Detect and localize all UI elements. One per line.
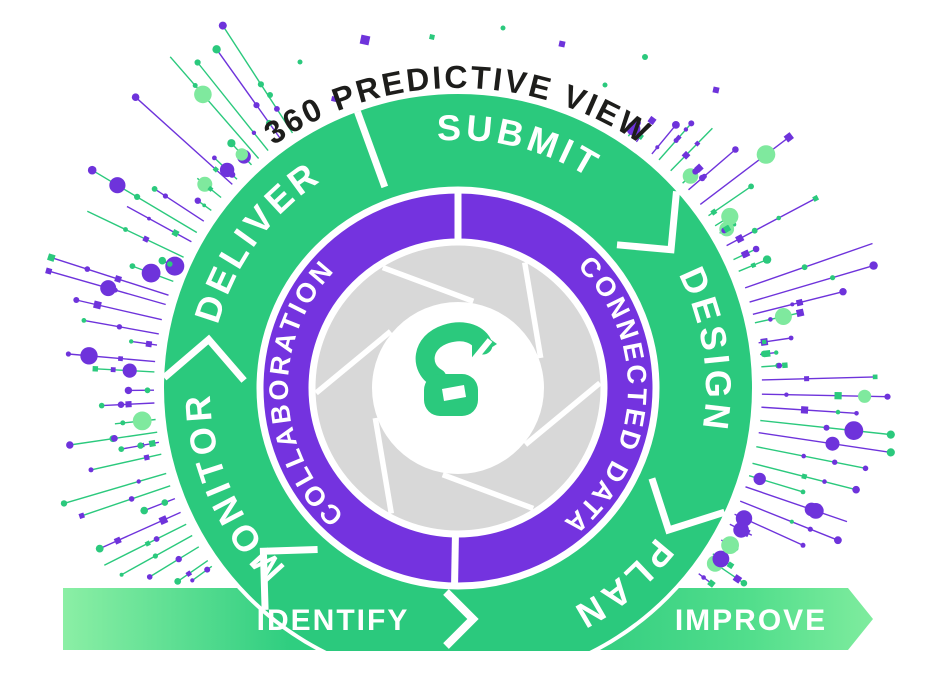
inner-ring-dividers: [451, 193, 462, 584]
circuit-rays-decoration: [45, 21, 895, 588]
e-builder-logo-icon: [415, 322, 497, 416]
aperture-blade-lines: [314, 262, 602, 514]
segment-divider-chevrons: [161, 110, 726, 611]
banner-chevron-separator-icon: [443, 589, 479, 649]
process-banner-overlay: IDENTIFY IMPROVE: [257, 589, 827, 649]
banner-label-improve: IMPROVE: [675, 604, 827, 637]
center-white-circle: [372, 302, 544, 474]
confetti-dots-decoration: [267, 25, 720, 102]
cycle-wheel: [160, 90, 756, 651]
banner-label-identify: IDENTIFY: [257, 604, 410, 637]
